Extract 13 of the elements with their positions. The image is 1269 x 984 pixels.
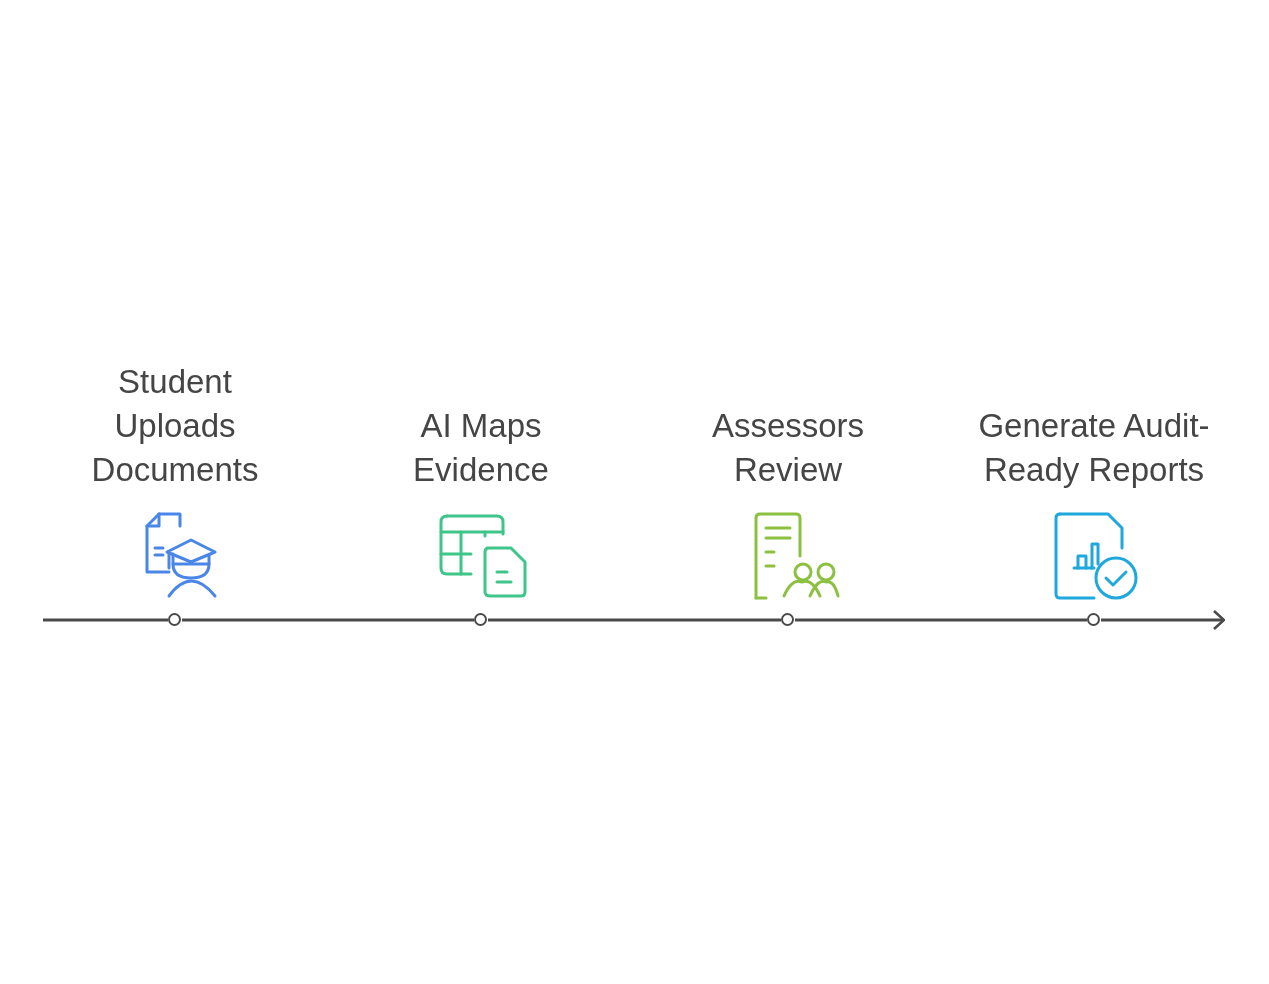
timeline-line [182, 618, 474, 622]
timeline-dot [1087, 613, 1100, 626]
step-label: AI Maps Evidence [412, 406, 550, 490]
step-label: Generate Audit-Ready Reports [977, 406, 1211, 490]
timeline-line [488, 618, 781, 622]
step-label: Assessors Review [710, 406, 866, 490]
timeline-dot [168, 613, 181, 626]
timeline-dot [781, 613, 794, 626]
step-label: Student Uploads Documents [90, 362, 260, 490]
timeline-arrow [1101, 609, 1226, 631]
timeline-line [43, 618, 168, 622]
timeline-dot [474, 613, 487, 626]
timeline-line [795, 618, 1087, 622]
